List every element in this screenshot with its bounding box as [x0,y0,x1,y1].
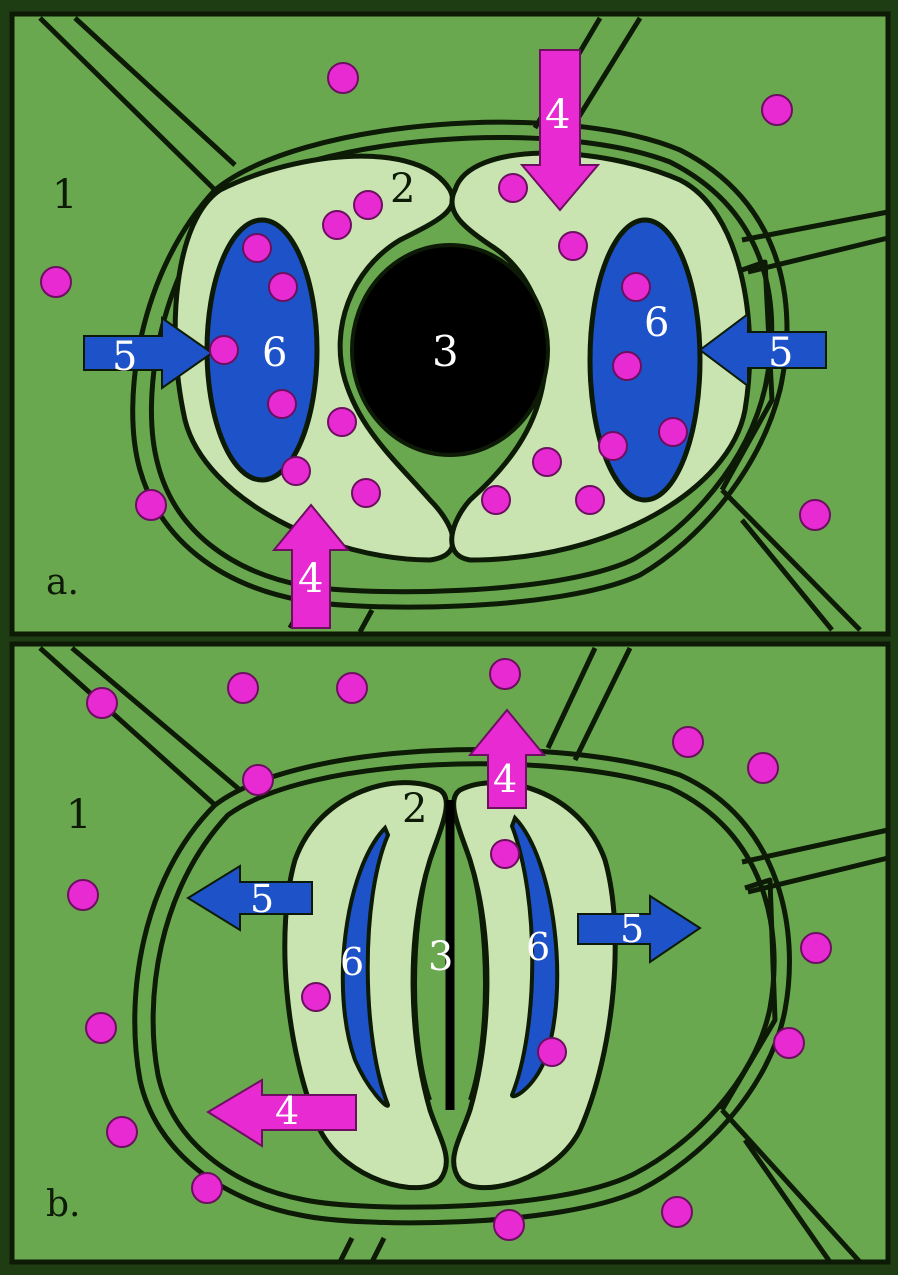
ion [243,765,273,795]
ion [323,211,351,239]
ion [533,448,561,476]
ion [576,486,604,514]
ion [302,983,330,1011]
ion [352,479,380,507]
ion [268,390,296,418]
panel-a: 1 2 3 4 4 5 5 6 6 a. [12,14,888,634]
ion [673,727,703,757]
ion [328,408,356,436]
ion [801,933,831,963]
ion [762,95,792,125]
ion [499,174,527,202]
ion [328,63,358,93]
panel-b-label-3: 3 [428,934,453,980]
ion [354,191,382,219]
ion [559,232,587,260]
ion [210,336,238,364]
panel-b-label-5-left: 5 [250,877,274,921]
ion [243,234,271,262]
ion [482,486,510,514]
ion [659,418,687,446]
panel-b-label-4-left: 4 [275,1089,299,1133]
panel-b-label-5-right: 5 [620,907,644,951]
ion [662,1197,692,1227]
ion [491,840,519,868]
ion [107,1117,137,1147]
panel-a-label-1: 1 [52,172,77,218]
panel-a-label-5-right: 5 [768,330,793,376]
ion [494,1210,524,1240]
ion [538,1038,566,1066]
panel-a-label-6-left: 6 [262,330,287,376]
ion [68,880,98,910]
ion [490,659,520,689]
ion [87,688,117,718]
panel-b-label-6-left: 6 [340,940,364,984]
panel-a-letter: a. [46,562,79,603]
ion [613,352,641,380]
panel-b-label-4-top: 4 [493,757,517,801]
ion [748,753,778,783]
ion [337,673,367,703]
ion [86,1013,116,1043]
ion [136,490,166,520]
panel-b-label-1: 1 [66,792,91,838]
panel-a-label-2: 2 [390,166,415,212]
ion [228,673,258,703]
panel-a-label-6-right: 6 [644,300,669,346]
ion [41,267,71,297]
ion [192,1173,222,1203]
ion [269,273,297,301]
panel-a-label-4-top: 4 [545,92,570,138]
panel-b-label-2: 2 [402,786,427,832]
ion [599,432,627,460]
panel-b: 1 2 3 4 4 5 5 6 6 b. [12,644,888,1262]
panel-b-label-6-right: 6 [526,925,550,969]
ion [282,457,310,485]
panel-b-letter: b. [46,1184,81,1225]
panel-a-label-3: 3 [432,327,459,376]
ion [800,500,830,530]
ion [622,273,650,301]
panel-a-label-5-left: 5 [112,334,137,380]
panel-a-label-4-bottom: 4 [298,556,323,602]
ion [774,1028,804,1058]
